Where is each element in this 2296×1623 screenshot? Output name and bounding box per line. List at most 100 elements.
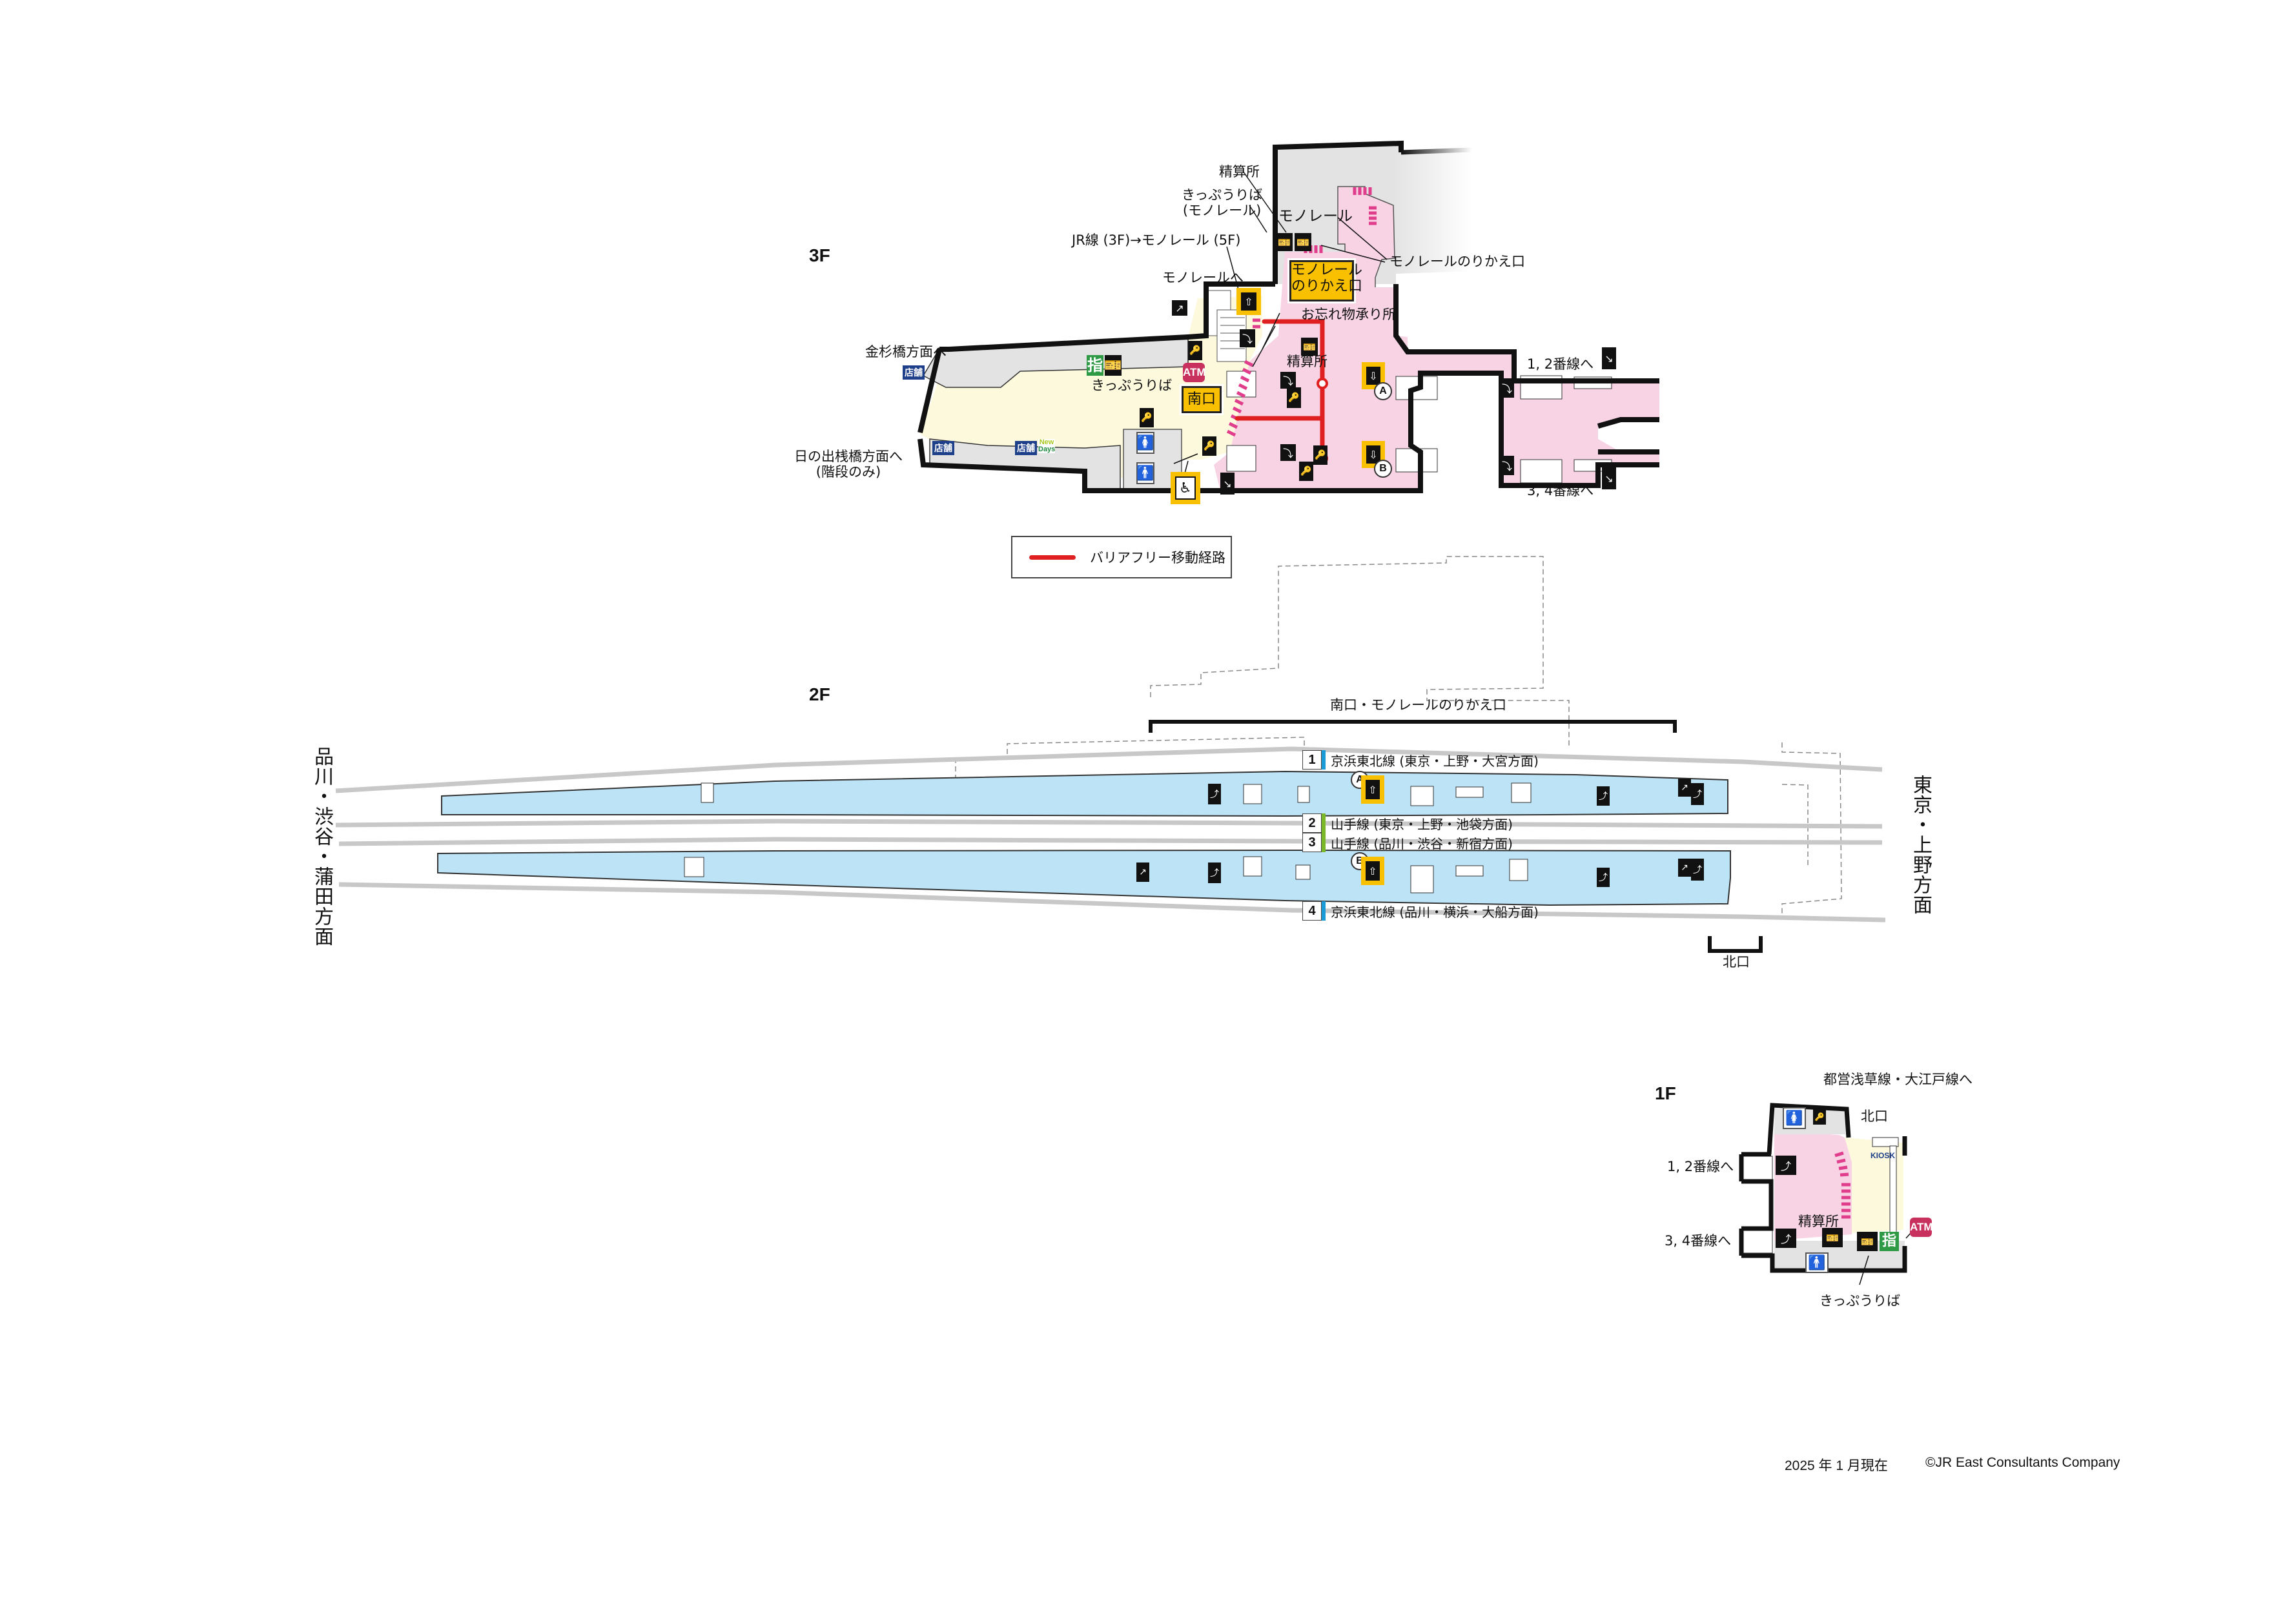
label-jr-to-monorail: JR線 (3F)→モノレール (5F) xyxy=(1072,232,1241,248)
newdays-line1: New xyxy=(1039,438,1054,446)
platform-number: 3 xyxy=(1302,833,1322,852)
toilet-women-icon: 🚺 xyxy=(1783,1107,1806,1129)
route-node xyxy=(1317,378,1328,389)
kiosk-logo: KIOSK xyxy=(1871,1151,1896,1160)
label-to-monorail: モノレールへ xyxy=(1162,270,1244,285)
escalator-icon: ↗ xyxy=(1678,779,1691,797)
atm-1f: ATM xyxy=(1910,1218,1933,1237)
label-lost-and-found: お忘れ物承り所 xyxy=(1301,307,1396,322)
toilet-men-icon: 🚹 xyxy=(1805,1252,1829,1273)
platform-number: 2 xyxy=(1302,813,1322,833)
platform-stairs xyxy=(684,782,1532,893)
platform-line-name: 山手線 (品川・渋谷・新宿方面) xyxy=(1331,835,1513,852)
wheelchair-icon: ♿ xyxy=(1175,476,1196,500)
label-ticket-office-1f: きっぷうりば xyxy=(1819,1293,1901,1309)
platform-line-name: 京浜東北線 (東京・上野・大宮方面) xyxy=(1331,753,1539,769)
direction-tokyo: 東京・上野方面 xyxy=(1909,775,1932,915)
floor-label-3f: 3F xyxy=(809,245,830,265)
barrier-free-route-3f xyxy=(1235,319,1325,460)
floor-label-2f: 2F xyxy=(809,684,830,704)
ticket-machine-icon: 🎫 xyxy=(1857,1232,1878,1251)
stairs-to-monorail xyxy=(1205,290,1247,362)
label-to-hinode: 日の出桟橋方面へ (階段のみ) xyxy=(794,449,903,480)
label-north-exit-2f: 北口 xyxy=(1723,954,1750,970)
elevator-icon: ⇧ xyxy=(1366,861,1380,881)
1f-free-concourse xyxy=(1845,1138,1903,1233)
shop-badge: 店舗 xyxy=(903,365,925,380)
escalator-icon: ↗ xyxy=(1172,300,1187,316)
ticket-machine-icon: 🎫 xyxy=(1104,355,1122,376)
shop-badge: 店舗 xyxy=(932,441,954,455)
floor-label-1f: 1F xyxy=(1655,1083,1676,1103)
sign-south-exit: 南口 xyxy=(1182,386,1222,413)
walls-1f xyxy=(1739,1103,1907,1273)
label-south-exit-monorail: 南口・モノレールのりかえ口 xyxy=(1330,697,1506,713)
line-color-bar xyxy=(1322,750,1326,770)
label-ticket-office: きっぷうりば xyxy=(1091,378,1173,393)
platform-tag-1: 1 京浜東北線 (東京・上野・大宮方面) xyxy=(1302,750,1539,770)
elevator-icon: ⇩ xyxy=(1366,367,1380,385)
stairs-icon: ⤵ xyxy=(1500,378,1514,398)
platform-3-4 xyxy=(437,849,1731,906)
stairs-icon: ⤴ xyxy=(1776,1156,1796,1175)
stairs-icon: ⤵ xyxy=(1240,329,1255,347)
coin-locker-icon: 🔑 xyxy=(1287,387,1301,408)
label-platform-34-3f: 3, 4番線へ xyxy=(1527,483,1594,498)
as-of-date: 2025 年 1 月現在 xyxy=(1785,1458,1888,1473)
floor-3f-plan xyxy=(917,140,1659,493)
escalator-icon: ↘ xyxy=(1220,473,1235,495)
stairs-icon: ⤵ xyxy=(1280,372,1296,389)
stairs-icon: ⤴ xyxy=(1776,1229,1796,1248)
sign-monorail-transfer: モノレール のりかえ口 xyxy=(1289,260,1362,301)
floor-2f-plan xyxy=(335,556,1886,953)
line-color-bar xyxy=(1322,901,1326,921)
label-platform-12-3f: 1, 2番線へ xyxy=(1527,356,1594,372)
atm-3f: ATM xyxy=(1183,363,1206,382)
platform-number: 4 xyxy=(1302,901,1322,921)
label-to-kanasugibashi: 金杉橋方面へ xyxy=(865,344,947,360)
coin-locker-icon: 🔑 xyxy=(1299,462,1313,481)
label-north-exit-1f: 北口 xyxy=(1861,1108,1888,1124)
legend: バリアフリー移動経路 xyxy=(1011,536,1232,578)
coin-locker-icon: 🔑 xyxy=(1188,341,1202,360)
platform-tag-3: 3 山手線 (品川・渋谷・新宿方面) xyxy=(1302,833,1513,852)
tracks xyxy=(335,746,1886,923)
ticket-machine-icon: 🎫 xyxy=(1276,233,1293,251)
legend-barrier-free-label: バリアフリー移動経路 xyxy=(1090,550,1225,566)
reserved-seat-office-1f: 指 xyxy=(1880,1232,1899,1251)
escalator-icon: ↗ xyxy=(1678,859,1691,877)
line-color-bar xyxy=(1322,813,1326,833)
platform-line-name: 京浜東北線 (品川・横浜・大船方面) xyxy=(1331,904,1539,920)
platform-1-2 xyxy=(441,770,1728,817)
legend-barrier-free-line xyxy=(1029,555,1076,560)
stairs-icon: ⤴ xyxy=(1691,783,1704,805)
escalator-icon: ↗ xyxy=(1136,863,1149,882)
walls-3f xyxy=(917,140,1659,493)
elevator-icon: ⇧ xyxy=(1241,292,1256,311)
south-exit-bracket xyxy=(1149,720,1677,733)
shop-badge: 店舗 xyxy=(1015,441,1037,455)
stairs-icon: ⤴ xyxy=(1597,868,1610,887)
label-monorail-transfer-gate: モノレールのりかえ口 xyxy=(1389,254,1525,269)
stairs-icon: ⤴ xyxy=(1208,784,1221,804)
escalator-icon: ↘ xyxy=(1602,347,1616,369)
tactile-paving-3f xyxy=(1226,187,1377,437)
1f-tactile-paving xyxy=(1834,1151,1850,1219)
copyright: ©JR East Consultants Company xyxy=(1925,1455,2120,1470)
north-exit-bracket xyxy=(1708,936,1763,953)
label-to-toei: 都営浅草線・大江戸線へ xyxy=(1823,1072,1973,1087)
coin-locker-icon: 🔑 xyxy=(1313,445,1327,465)
toilet-women-icon: 🚺 xyxy=(1136,432,1154,454)
label-ticket-monorail: きっぷうりば (モノレール) xyxy=(1182,187,1263,219)
escalator-icon: ↘ xyxy=(1602,467,1616,489)
fare-adjustment-machine-icon: 🎫 xyxy=(1822,1228,1843,1247)
platform-number: 1 xyxy=(1302,750,1322,770)
stairs-icon: ⤴ xyxy=(1691,859,1704,881)
coin-locker-icon: 🔑 xyxy=(1813,1109,1826,1125)
direction-shinagawa: 品川・渋谷・蒲田方面 xyxy=(311,746,333,946)
elevator-marker-a-3f: A xyxy=(1374,382,1392,400)
label-monorail-area: モノレール xyxy=(1278,208,1353,225)
coin-locker-icon: 🔑 xyxy=(1202,436,1216,456)
label-platform-34-1f: 3, 4番線へ xyxy=(1665,1233,1732,1249)
floor-1f-plan xyxy=(1739,1103,1918,1285)
